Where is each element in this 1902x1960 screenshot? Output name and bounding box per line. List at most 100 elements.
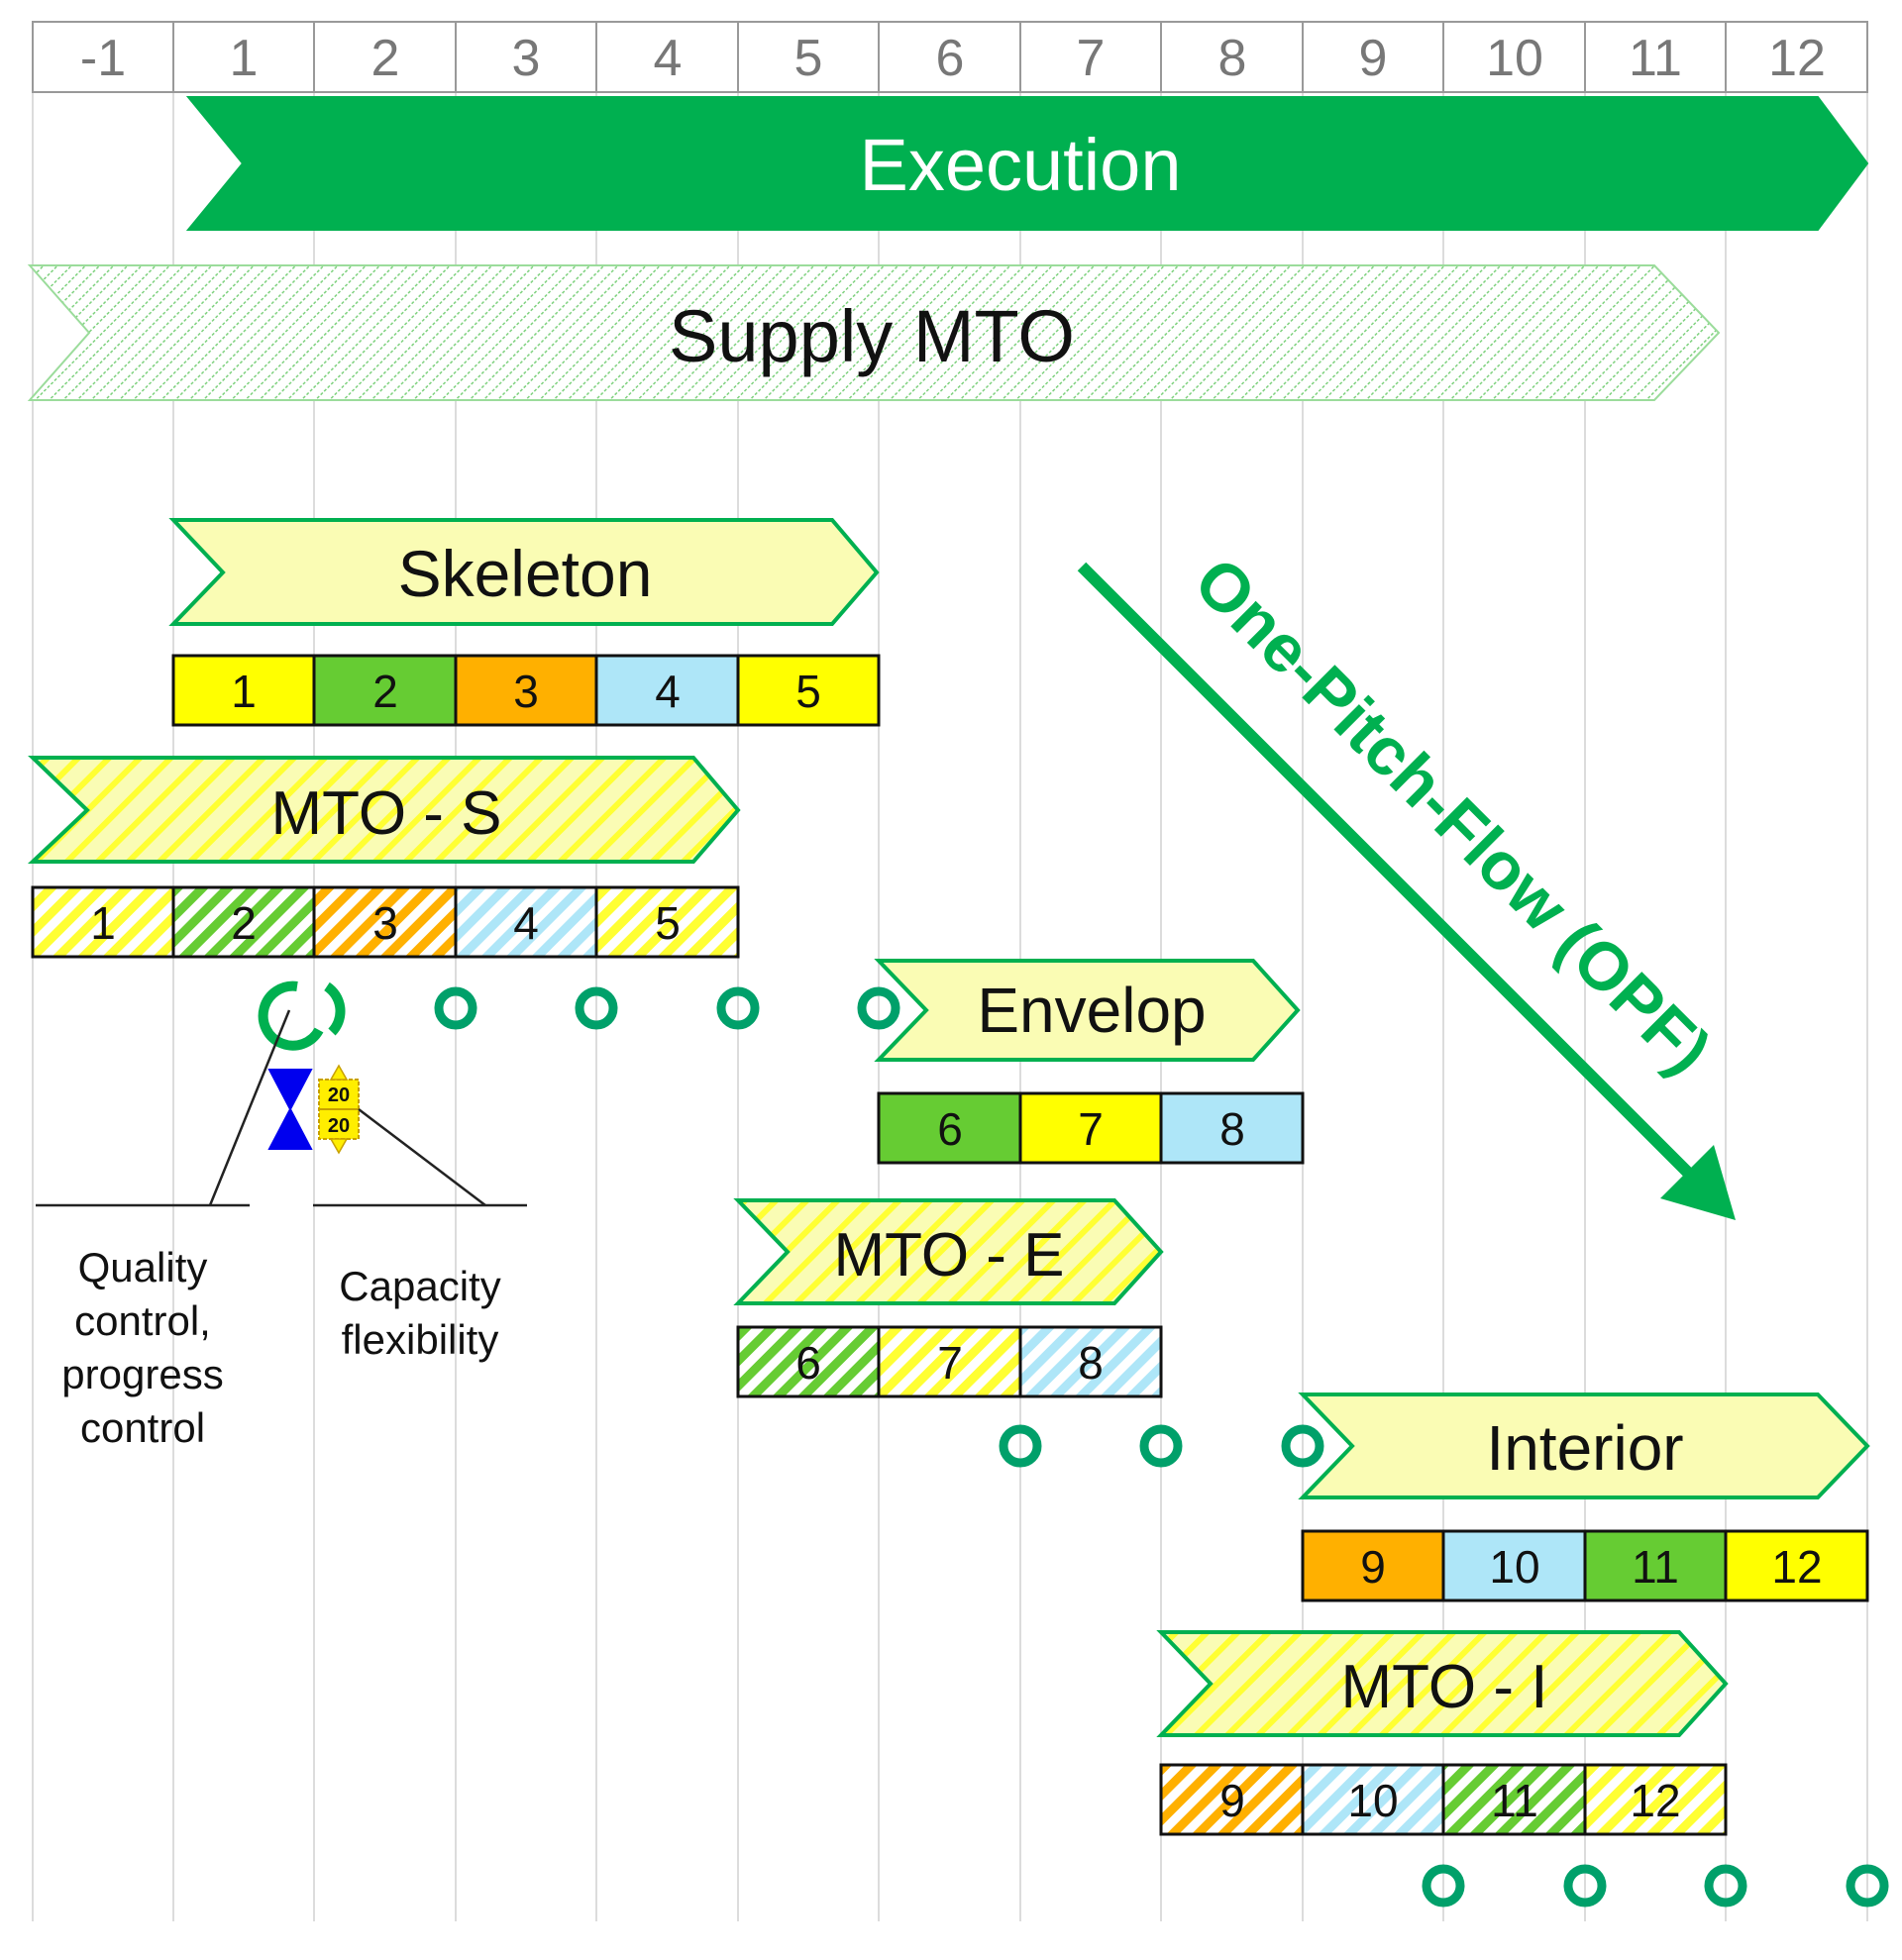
pitch-number: 9 — [1219, 1775, 1245, 1826]
mto-e-phase: MTO - E 6 7 8 — [733, 1198, 1164, 1398]
pitch-number: 8 — [1219, 1103, 1245, 1155]
mto-e-cells: 6 7 8 — [736, 1325, 1163, 1398]
column-label: 7 — [1077, 30, 1106, 87]
pitch-cell — [312, 654, 458, 727]
quality-leader — [208, 1009, 291, 1206]
pitch-number: 5 — [655, 897, 681, 949]
column-label: 9 — [1359, 30, 1388, 87]
checkpoint-ring — [716, 986, 760, 1030]
envelop-chevron — [874, 959, 1301, 1062]
pitch-cell — [736, 654, 881, 727]
checkpoint-ring — [1139, 1424, 1183, 1468]
pitch-number: 11 — [1491, 1775, 1538, 1826]
pitch-number: 12 — [1630, 1775, 1680, 1826]
checkpoint-ring — [999, 1424, 1042, 1468]
pitch-number: 8 — [1078, 1337, 1104, 1389]
skeleton-phase: Skeleton 1 2 3 4 5 — [168, 518, 881, 727]
pitch-number: 1 — [90, 897, 116, 949]
interior-cells: 9 10 11 12 — [1301, 1529, 1869, 1602]
pitch-cell — [171, 885, 316, 959]
execution-band: Execution — [185, 96, 1869, 231]
header-cell — [1302, 21, 1444, 93]
capacity-note-line: flexibility — [342, 1316, 499, 1363]
capacity-leader — [358, 1108, 486, 1206]
buffer-value: 20 — [328, 1115, 350, 1137]
pitch-cell — [31, 885, 175, 959]
quality-note-line: control — [80, 1404, 205, 1451]
column-label: -1 — [80, 30, 126, 87]
pitch-cell — [1301, 1529, 1445, 1602]
mto-i-phase: MTO - I 9 10 11 12 — [1156, 1630, 1729, 1836]
mto-i-chevron — [1156, 1630, 1729, 1737]
column-label: 6 — [936, 30, 965, 87]
envelop-phase: Envelop 6 7 8 — [874, 959, 1305, 1165]
capacity-note-line: Capacity — [339, 1263, 500, 1309]
supply-mto-label: Supply MTO — [669, 295, 1075, 377]
column-label: 4 — [654, 30, 683, 87]
pitch-cell — [736, 1325, 881, 1398]
pitch-cell — [1441, 1763, 1587, 1836]
mto-s-label: MTO - S — [270, 779, 501, 848]
column-label: 2 — [371, 30, 400, 87]
pitch-number: 3 — [513, 666, 539, 717]
pitch-cell — [877, 1091, 1022, 1165]
checkpoint-ring — [434, 986, 477, 1030]
mto-e-chevron — [733, 1198, 1164, 1305]
execution-chevron — [185, 96, 1869, 231]
pitch-cell — [1301, 1763, 1445, 1836]
header-cell — [878, 21, 1021, 93]
checkpoint-row-interior — [1422, 1864, 1889, 1908]
pitch-number: 10 — [1347, 1775, 1398, 1826]
column-label: 5 — [794, 30, 823, 87]
mto-s-phase: MTO - S 1 2 3 4 5 — [27, 756, 741, 959]
pitch-number: 7 — [937, 1337, 963, 1389]
mto-s-cells: 1 2 3 4 5 — [31, 885, 740, 959]
checkpoint-ring — [1563, 1864, 1607, 1908]
checkpoint-ring — [857, 986, 900, 1030]
cycle-icon — [323, 981, 346, 1036]
envelop-label: Envelop — [977, 975, 1206, 1046]
pitch-number: 2 — [372, 666, 398, 717]
checkpoint-row-envelop — [999, 1424, 1324, 1468]
checkpoint-ring — [575, 986, 618, 1030]
column-label: 12 — [1768, 30, 1826, 87]
checkpoint-ring — [1422, 1864, 1465, 1908]
pitch-cell — [1159, 1763, 1305, 1836]
supply-mto-chevron — [27, 264, 1721, 401]
header-cell — [1725, 21, 1868, 93]
capacity-buffer-icon: 20 20 — [318, 1064, 360, 1155]
buffer-value: 20 — [328, 1084, 350, 1106]
opf-arrow-shaft — [1077, 562, 1699, 1184]
checkpoint-row-skeleton — [258, 980, 900, 1051]
column-label: 3 — [512, 30, 541, 87]
column-label: 11 — [1629, 30, 1682, 87]
checkpoint-ring — [1846, 1864, 1889, 1908]
pitch-cell — [1018, 1325, 1163, 1398]
pitch-number: 6 — [795, 1337, 821, 1389]
pitch-number: 3 — [372, 897, 398, 949]
header-cell — [737, 21, 880, 93]
pitch-number: 10 — [1489, 1541, 1539, 1593]
pitch-cell — [312, 885, 458, 959]
pitch-cell — [1159, 1091, 1305, 1165]
header-cell — [1019, 21, 1162, 93]
header-cell — [313, 21, 457, 93]
quality-note-line: Quality — [78, 1244, 208, 1290]
supply-mto-band: Supply MTO — [27, 264, 1721, 401]
pitch-number: 4 — [655, 666, 681, 717]
interior-phase: Interior 9 10 11 12 — [1298, 1393, 1870, 1602]
pitch-cell — [1583, 1763, 1728, 1836]
skeleton-label: Skeleton — [398, 537, 653, 610]
header-cell — [1584, 21, 1727, 93]
pitch-number: 9 — [1360, 1541, 1386, 1593]
envelop-cells: 6 7 8 — [877, 1091, 1305, 1165]
cycle-icon — [258, 980, 324, 1051]
pitch-number: 12 — [1771, 1541, 1822, 1593]
pitch-number: 6 — [937, 1103, 963, 1155]
quality-note-line: control, — [74, 1297, 211, 1344]
pitch-number: 4 — [513, 897, 539, 949]
skeleton-cells: 1 2 3 4 5 — [171, 654, 881, 727]
mto-i-cells: 9 10 11 12 — [1159, 1763, 1728, 1836]
timeline-header: -1 1 2 3 4 5 6 7 8 9 10 11 12 — [32, 21, 1868, 93]
